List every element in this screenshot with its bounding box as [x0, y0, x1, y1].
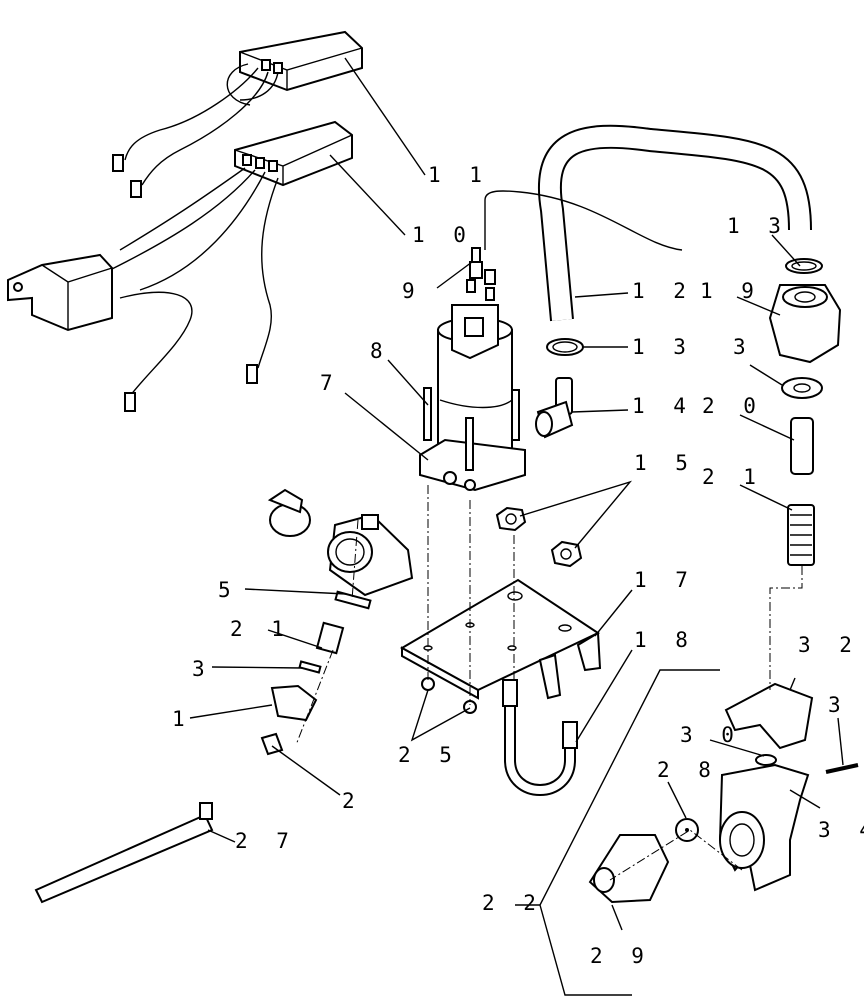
callout-13-lower: 1 3 — [632, 335, 694, 359]
callout-28: 2 8 — [657, 758, 719, 782]
pin-33 — [825, 763, 859, 774]
callout-29: 2 9 — [590, 944, 652, 968]
hose-12 — [484, 124, 812, 322]
cap-fitting — [267, 488, 311, 537]
filter-21-left — [315, 621, 345, 655]
washer-3-right — [781, 377, 823, 399]
seal-5 — [334, 590, 372, 610]
nozzle-body-34 — [718, 763, 810, 892]
callout-34: 3 4 — [818, 818, 864, 842]
nut-25-b — [463, 700, 477, 714]
clamp-13-upper — [785, 258, 823, 274]
callout-12: 1 2 — [632, 279, 694, 303]
callout-19: 1 9 — [700, 279, 762, 303]
callout-21-left: 2 1 — [230, 617, 292, 641]
callout-22: 2 2 — [482, 891, 544, 915]
leader-lines — [189, 57, 844, 996]
callout-33: 3 3 — [828, 693, 864, 717]
cable-tie-head — [199, 802, 213, 820]
callout-3-right: 3 — [733, 335, 754, 359]
callout-20: 2 0 — [702, 394, 764, 418]
cable-tie-27 — [34, 813, 214, 904]
u-bolt-18 — [506, 685, 574, 794]
callout-10: 1 0 — [412, 223, 474, 247]
nozzle-body-19 — [768, 284, 842, 364]
gasket-30 — [755, 754, 777, 766]
callout-13-upper: 1 3 — [727, 214, 789, 238]
callout-25: 2 5 — [398, 743, 460, 767]
callout-27: 2 7 — [235, 829, 297, 853]
callout-14: 1 4 — [632, 394, 694, 418]
elbow-14 — [535, 377, 574, 439]
valve-body — [327, 513, 414, 597]
screws-8 — [423, 387, 520, 471]
check-valve-1 — [270, 684, 318, 722]
centerlines — [295, 485, 803, 881]
callout-30: 3 0 — [680, 723, 742, 747]
callout-5: 5 — [218, 578, 239, 602]
callout-7: 7 — [320, 371, 341, 395]
callout-17: 1 7 — [634, 568, 696, 592]
adapter-20 — [790, 417, 814, 475]
callout-11: 1 1 — [428, 163, 490, 187]
relay-harness-11 — [112, 30, 363, 198]
callout-3-left: 3 — [192, 657, 213, 681]
clamp-32 — [724, 682, 814, 750]
callout-9: 9 — [402, 279, 423, 303]
washer-3-left — [298, 660, 322, 674]
callout-15: 1 5 — [634, 451, 696, 475]
nuts-15 — [495, 506, 583, 568]
callout-21-right: 2 1 — [702, 465, 764, 489]
callout-8: 8 — [370, 339, 391, 363]
callout-2: 2 — [342, 789, 363, 813]
relay-harness-10 — [7, 120, 353, 412]
callout-labels: 1 1 1 0 9 8 7 1 2 1 3 1 3 1 9 3 1 4 2 0 … — [172, 163, 864, 968]
callout-1: 1 — [172, 707, 193, 731]
callout-32: 3 2 — [798, 633, 860, 657]
callout-18: 1 8 — [634, 628, 696, 652]
